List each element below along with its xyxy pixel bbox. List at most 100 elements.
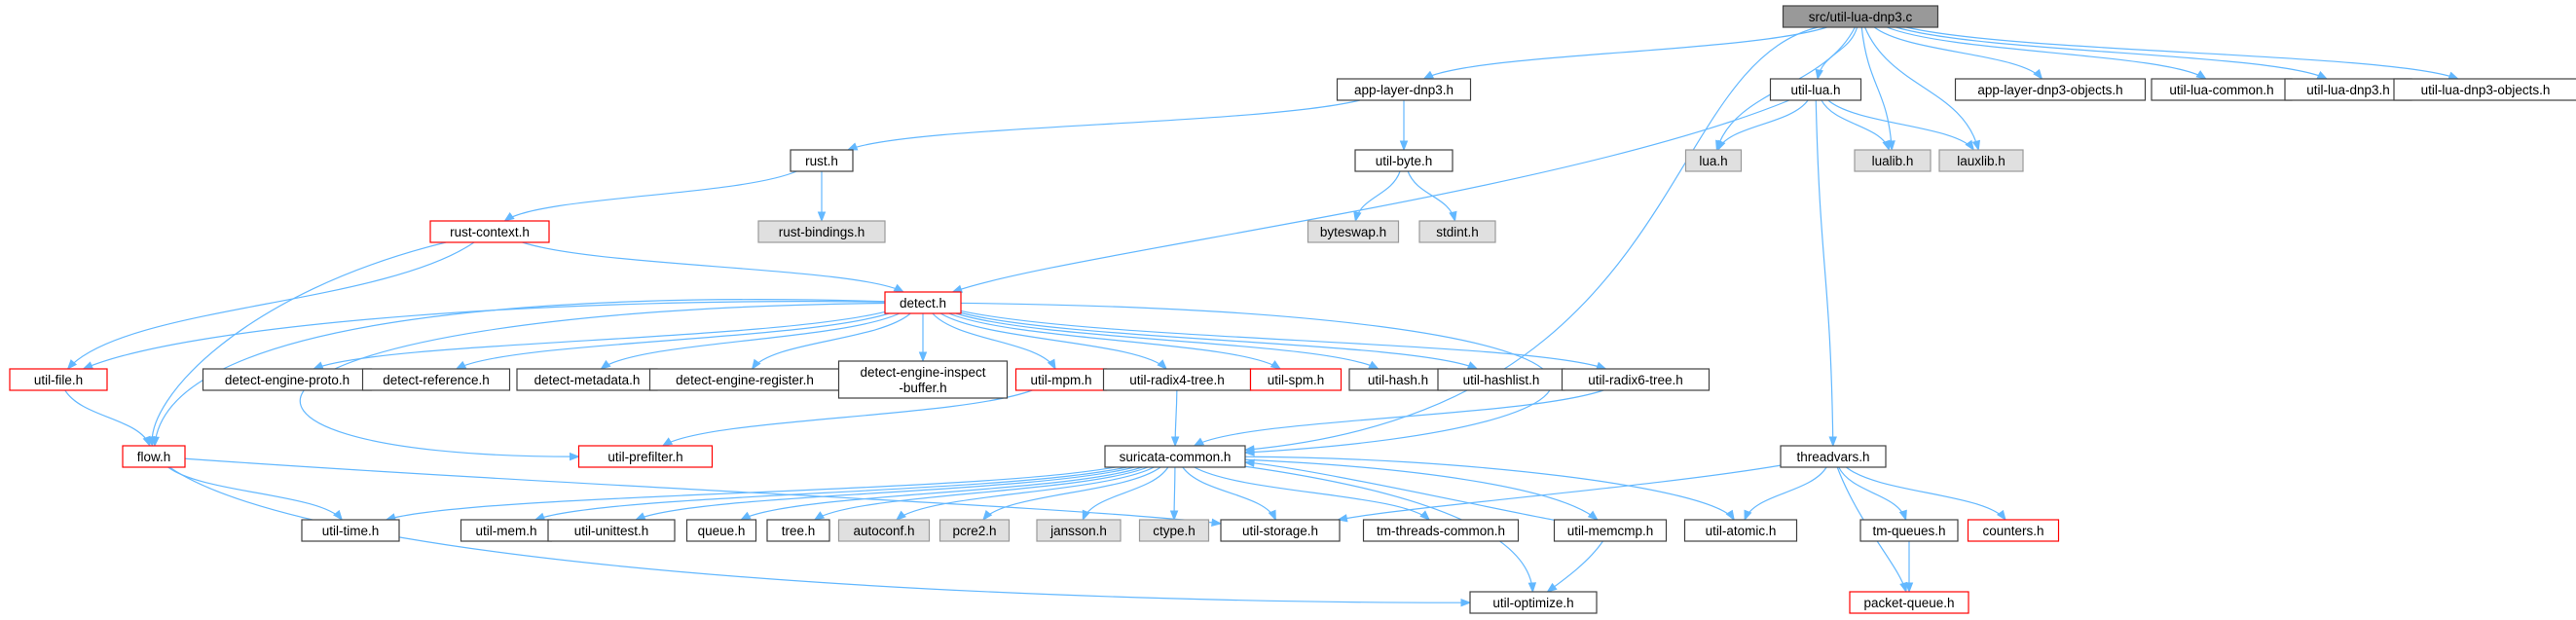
node-pcre2[interactable]: pcre2.h <box>938 519 1011 542</box>
edge-arrowhead <box>1725 509 1735 522</box>
node-util-file[interactable]: util-file.h <box>9 368 108 391</box>
node-label: util-mem.h <box>475 524 536 538</box>
node-util-spm[interactable]: util-spm.h <box>1249 368 1343 391</box>
node-autoconf[interactable]: autoconf.h <box>837 519 931 542</box>
edge-suricata-common-to-util-time <box>385 466 1116 522</box>
node-label: lua.h <box>1699 154 1727 168</box>
node-jansson[interactable]: jansson.h <box>1036 519 1122 542</box>
edge-line <box>1244 461 1555 521</box>
edge-rust-context-to-flow <box>147 241 447 448</box>
edge-arrowhead <box>893 283 905 293</box>
node-detect-reference[interactable]: detect-reference.h <box>361 368 511 391</box>
node-util-storage[interactable]: util-storage.h <box>1220 519 1341 542</box>
node-app-layer-dnp3[interactable]: app-layer-dnp3.h <box>1336 78 1472 101</box>
node-box <box>837 360 1009 399</box>
node-flow[interactable]: flow.h <box>122 445 186 468</box>
node-lauxlib[interactable]: lauxlib.h <box>1938 149 2024 172</box>
edge-line <box>960 310 1606 370</box>
node-detect-metadata[interactable]: detect-metadata.h <box>516 368 658 391</box>
edge-threadvars-to-util-atomic <box>1744 466 1827 522</box>
node-box <box>1306 220 1400 243</box>
node-rust-bindings[interactable]: rust-bindings.h <box>757 220 886 243</box>
node-byteswap[interactable]: byteswap.h <box>1306 220 1400 243</box>
node-app-layer-dnp3-objects[interactable]: app-layer-dnp3-objects.h <box>1954 78 2147 101</box>
node-box <box>1104 445 1246 468</box>
node-util-hash[interactable]: util-hash.h <box>1348 368 1448 391</box>
node-util-time[interactable]: util-time.h <box>301 519 400 542</box>
edge-arrowhead <box>661 437 674 447</box>
node-util-lua-dnp3-objects[interactable]: util-lua-dnp3-objects.h <box>2393 78 2576 101</box>
node-queue[interactable]: queue.h <box>685 519 757 542</box>
edge-line <box>955 312 1379 370</box>
node-label: app-layer-dnp3.h <box>1354 83 1454 97</box>
edge-line <box>151 241 447 447</box>
node-util-memcmp[interactable]: util-memcmp.h <box>1553 519 1668 542</box>
node-util-unittest[interactable]: util-unittest.h <box>547 519 676 542</box>
node-box <box>2393 78 2576 101</box>
node-detect[interactable]: detect.h <box>884 291 962 314</box>
edge-line <box>1886 26 2207 80</box>
node-util-radix4-tree[interactable]: util-radix4-tree.h <box>1102 368 1252 391</box>
node-util-lua-dnp3[interactable]: util-lua-dnp3.h <box>2284 78 2412 101</box>
node-rust[interactable]: rust.h <box>790 149 854 172</box>
node-rust-context[interactable]: rust-context.h <box>429 220 550 243</box>
edge-arrowhead <box>1717 139 1726 152</box>
node-tm-threads-common[interactable]: tm-threads-common.h <box>1362 519 1520 542</box>
edge-arrowhead <box>1211 518 1223 528</box>
node-util-optimize[interactable]: util-optimize.h <box>1469 591 1598 614</box>
node-box <box>1469 591 1598 614</box>
node-threadvars[interactable]: threadvars.h <box>1780 445 1887 468</box>
node-util-mem[interactable]: util-mem.h <box>460 519 553 542</box>
node-util-radix6-tree[interactable]: util-radix6-tree.h <box>1561 368 1711 391</box>
node-root[interactable]: src/util-lua-dnp3.c <box>1782 5 1939 28</box>
edge-arrowhead <box>142 435 151 448</box>
edge-util-lua-to-lauxlib <box>1827 99 1975 152</box>
edge-arrowhead <box>312 361 324 370</box>
node-util-hashlist[interactable]: util-hashlist.h <box>1437 368 1565 391</box>
edge-util-lua-to-threadvars <box>1815 99 1837 448</box>
edge-arrowhead <box>634 512 646 521</box>
node-lualib[interactable]: lualib.h <box>1854 149 1932 172</box>
node-detect-engine-inspect-buffer[interactable]: detect-engine-inspect-buffer.h <box>837 360 1009 399</box>
edge-arrowhead <box>1399 140 1409 152</box>
edge-arrowhead <box>600 359 611 370</box>
edge-arrowhead <box>1466 361 1479 370</box>
node-ctype[interactable]: ctype.h <box>1138 519 1210 542</box>
node-util-prefilter[interactable]: util-prefilter.h <box>577 445 714 468</box>
node-util-mpm[interactable]: util-mpm.h <box>1014 368 1108 391</box>
edge-arrowhead <box>1243 448 1255 456</box>
node-tm-queues[interactable]: tm-queues.h <box>1859 519 1959 542</box>
edge-line <box>847 99 1361 151</box>
edge-util-lua-to-lua <box>1717 99 1809 152</box>
edge-util-memcmp-to-suricata-common <box>1243 458 1555 521</box>
node-util-atomic[interactable]: util-atomic.h <box>1683 519 1798 542</box>
edge-line <box>1244 26 1819 451</box>
node-stdint[interactable]: stdint.h <box>1418 220 1496 243</box>
edge-arrowhead <box>1596 361 1607 370</box>
node-util-lua[interactable]: util-lua.h <box>1769 78 1862 101</box>
node-suricata-common[interactable]: suricata-common.h <box>1104 445 1246 468</box>
node-lua[interactable]: lua.h <box>1684 149 1743 172</box>
edge-arrowhead <box>534 512 546 521</box>
edge-arrowhead <box>817 211 827 223</box>
edge-arrowhead <box>1899 581 1908 594</box>
node-detect-engine-register[interactable]: detect-engine-register.h <box>648 368 841 391</box>
node-label: packet-queue.h <box>1863 596 1954 610</box>
edge-detect-to-util-mpm <box>932 312 1056 371</box>
node-label: util-radix4-tree.h <box>1129 373 1225 387</box>
node-packet-queue[interactable]: packet-queue.h <box>1849 591 1969 614</box>
edge-line <box>814 466 1149 521</box>
edge-threadvars-to-util-storage <box>1337 464 1782 523</box>
node-util-byte[interactable]: util-byte.h <box>1354 149 1454 172</box>
node-tree[interactable]: tree.h <box>766 519 830 542</box>
node-label: util-memcmp.h <box>1567 524 1654 538</box>
node-label: tree.h <box>782 524 816 538</box>
node-counters[interactable]: counters.h <box>1967 519 2060 542</box>
node-util-lua-common[interactable]: util-lua-common.h <box>2151 78 2293 101</box>
edge-arrowhead <box>1169 510 1179 522</box>
node-label: src/util-lua-dnp3.c <box>1809 10 1913 24</box>
node-detect-engine-proto[interactable]: detect-engine-proto.h <box>202 368 373 391</box>
edge-suricata-common-to-tm-threads-common <box>1194 466 1431 521</box>
edge-line <box>932 312 1056 370</box>
edge-arrowhead <box>1170 436 1180 448</box>
